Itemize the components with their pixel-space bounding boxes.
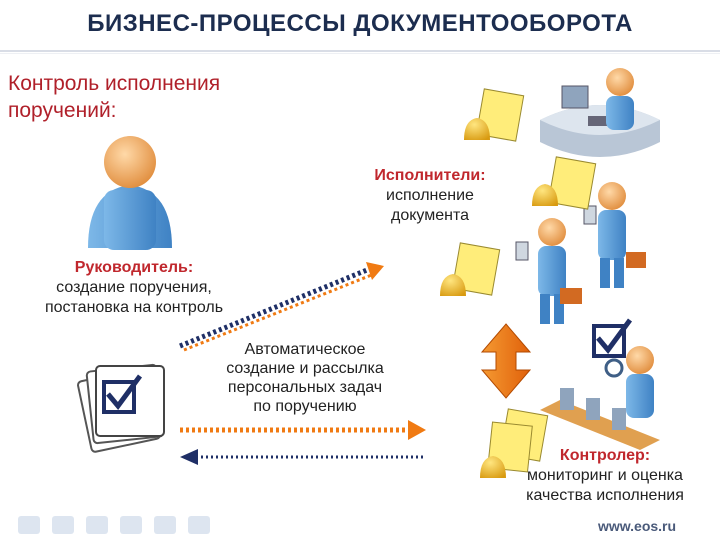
executors-heading: Исполнители: bbox=[374, 167, 486, 184]
task-clipboard-icon bbox=[77, 363, 165, 453]
controller-description: мониторинг и оценка качества исполнения bbox=[526, 467, 684, 504]
executor-at-desk-icon bbox=[540, 68, 660, 157]
executors-description: исполнение документа bbox=[386, 187, 474, 224]
notification-bell-icon bbox=[440, 242, 501, 296]
title-divider-shadow bbox=[0, 53, 720, 54]
manager-heading: Руководитель: bbox=[74, 259, 194, 276]
page-title: БИЗНЕС-ПРОЦЕССЫ ДОКУМЕНТООБОРОТА bbox=[87, 10, 633, 37]
notification-bell-icon bbox=[532, 156, 597, 210]
website-link[interactable]: www.eos.ru bbox=[598, 518, 677, 534]
double-arrow-icon bbox=[480, 323, 532, 399]
controller-label: Контролер: мониторинг и оценка качества … bbox=[495, 446, 715, 506]
notification-bell-icon bbox=[464, 88, 525, 142]
executors-label: Исполнители: исполнение документа bbox=[350, 166, 510, 226]
manager-label: Руководитель: создание поручения, постан… bbox=[24, 258, 244, 318]
title-divider bbox=[0, 50, 720, 52]
controller-heading: Контролер: bbox=[559, 447, 651, 464]
manager-figure-icon bbox=[88, 136, 172, 250]
executor-with-briefcase-icon bbox=[515, 218, 582, 324]
controller-check-icon bbox=[592, 318, 633, 358]
auto-dispatch-note: Автоматическое создание и рассылка персо… bbox=[226, 341, 384, 415]
notification-bell-icon bbox=[480, 408, 549, 478]
send-to-controller-arrow bbox=[180, 420, 426, 440]
assign-arrow bbox=[179, 262, 384, 352]
controller-conveyor-icon bbox=[540, 346, 660, 450]
nav-buttons-decor bbox=[18, 516, 210, 534]
manager-description: создание поручения, постановка на контро… bbox=[44, 279, 224, 316]
executor-with-tablet-icon bbox=[583, 182, 646, 288]
section-subtitle: Контроль исполнения поручений: bbox=[8, 72, 221, 122]
feedback-arrow bbox=[180, 449, 426, 465]
